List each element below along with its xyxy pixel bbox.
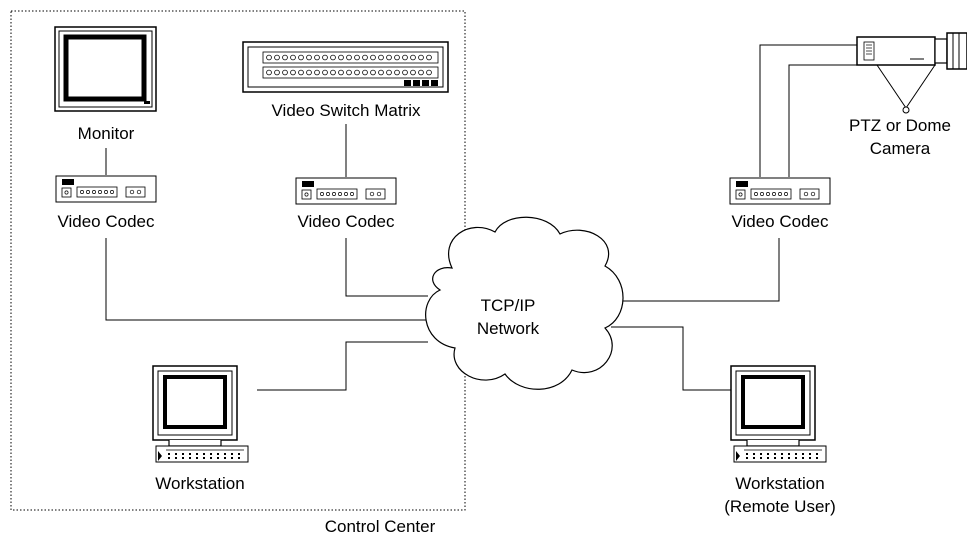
camera-label-line1: PTZ or Dome xyxy=(848,116,952,135)
monitor-label: Monitor xyxy=(77,124,135,143)
video-codec-icon xyxy=(55,175,157,203)
network-cloud xyxy=(425,216,624,390)
video-codec-label: Video Codec xyxy=(297,212,395,231)
video-codec-icon xyxy=(295,177,397,205)
video-switch-matrix-label: Video Switch Matrix xyxy=(271,101,421,120)
remote-workstation-icon xyxy=(729,364,827,463)
camera-label-line2: Camera xyxy=(869,139,931,158)
network-label-line1: TCP/IP xyxy=(480,296,536,315)
video-codec-icon xyxy=(729,177,831,205)
remote-workstation-label-line2: (Remote User) xyxy=(724,497,836,516)
control-center-label: Control Center xyxy=(324,517,436,536)
workstation-label: Workstation xyxy=(155,474,245,493)
video-codec-label: Video Codec xyxy=(731,212,829,231)
monitor-icon xyxy=(54,26,157,112)
connection-lines xyxy=(105,44,857,391)
workstation-icon xyxy=(151,364,249,463)
network-label-line2: Network xyxy=(476,319,540,338)
video-switch-matrix-icon xyxy=(242,41,449,93)
ptz-camera-icon xyxy=(856,32,967,114)
remote-workstation-label-line1: Workstation xyxy=(735,474,825,493)
video-codec-label: Video Codec xyxy=(57,212,155,231)
